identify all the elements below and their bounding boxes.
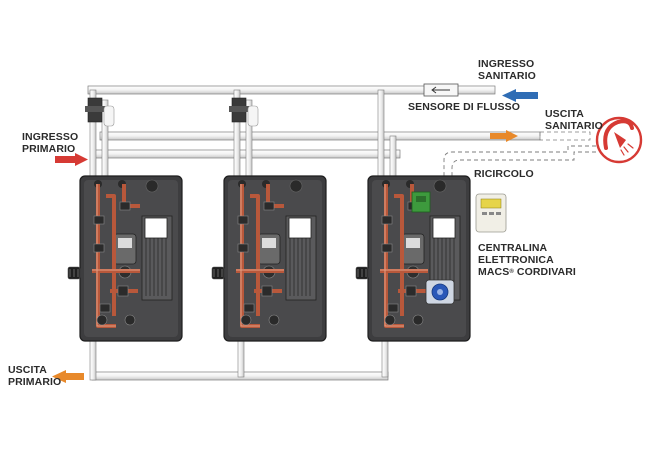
label-line: CENTRALINA <box>478 242 548 254</box>
label-ricircolo: RICIRCOLO <box>474 168 534 180</box>
label-line: USCITA <box>8 364 47 376</box>
sanitary-inlet-arrow <box>502 89 538 102</box>
label-line: INGRESSO <box>22 131 79 143</box>
recirculation-loop <box>443 145 596 196</box>
shower-icon <box>595 116 643 164</box>
label-line: SANITARIO <box>545 120 603 132</box>
hydraulic-unit-3-master <box>354 174 472 343</box>
label-sensore-di-flusso: SENSORE DI FLUSSO <box>408 101 520 113</box>
hydraulic-unit-1 <box>66 174 184 343</box>
label-line: RICIRCOLO <box>474 168 534 180</box>
label-text: CORDIVARI <box>516 266 576 278</box>
label-line: PRIMARIO <box>22 143 76 155</box>
label-line: ELETTRONICA <box>478 254 554 266</box>
label-text: MACS <box>478 266 510 278</box>
label-uscita-sanitario: USCITA SANITARIO <box>545 108 603 132</box>
controller-device <box>475 193 507 233</box>
hydraulic-unit-2 <box>210 174 328 343</box>
label-line: SANITARIO <box>478 70 536 82</box>
label-centralina: CENTRALINA ELETTRONICA MACS® CORDIVARI <box>478 242 576 278</box>
label-line: MACS® CORDIVARI <box>478 266 576 278</box>
label-ingresso-primario: INGRESSO PRIMARIO <box>22 131 78 155</box>
label-ingresso-sanitario: INGRESSO SANITARIO <box>478 58 536 82</box>
sanitary-inlet-pipe <box>87 85 496 95</box>
riser-valves <box>85 97 259 127</box>
label-uscita-primario: USCITA PRIMARIO <box>8 364 61 388</box>
label-line: INGRESSO <box>478 58 535 70</box>
primary-inlet-arrow <box>55 153 88 166</box>
registered-mark: ® <box>509 269 514 275</box>
label-line: USCITA <box>545 108 584 120</box>
primary-outlet-arrow <box>52 370 84 383</box>
flow-sensor <box>423 83 459 97</box>
sanitary-outlet-pipe <box>99 131 591 141</box>
sanitary-outlet-arrow <box>490 130 518 142</box>
label-line: PRIMARIO <box>8 376 62 388</box>
label-line: SENSORE DI FLUSSO <box>408 101 520 113</box>
